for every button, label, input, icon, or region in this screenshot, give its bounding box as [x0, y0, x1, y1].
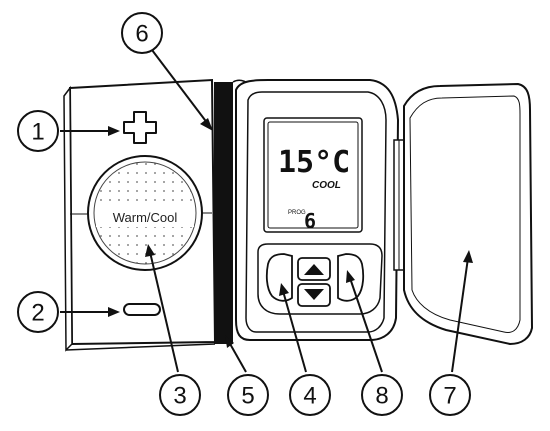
svg-text:4: 4	[303, 383, 316, 410]
leader-lines	[60, 49, 473, 373]
callout-1: 1	[17, 110, 59, 152]
callout-7: 7	[429, 374, 471, 416]
mode-indicator: COOL	[312, 180, 341, 191]
right-flap[interactable]	[403, 82, 534, 346]
svg-text:2: 2	[31, 300, 44, 327]
up-button[interactable]	[297, 257, 331, 281]
svg-text:5: 5	[241, 383, 254, 410]
warm-cool-dial[interactable]: Warm/Cool	[70, 155, 212, 271]
svg-text:8: 8	[375, 383, 388, 410]
svg-text:1: 1	[31, 119, 44, 146]
callout-3: 3	[159, 374, 201, 416]
temperature-readout: 15°C	[278, 145, 350, 180]
right-hinge	[393, 139, 405, 271]
callout-2: 2	[17, 291, 59, 333]
callout-5: 5	[227, 374, 269, 416]
down-button[interactable]	[297, 283, 331, 307]
callout-4: 4	[289, 374, 331, 416]
prog-label: PROG	[288, 210, 306, 216]
svg-text:6: 6	[135, 21, 148, 48]
plus-button[interactable]	[123, 111, 157, 144]
callout-6: 6	[121, 12, 163, 54]
svg-text:7: 7	[443, 383, 456, 410]
prog-number: 6	[304, 209, 316, 233]
minus-button[interactable]	[123, 303, 161, 316]
lcd-display: 15°C COOL PROG 6	[263, 117, 363, 233]
callout-8: 8	[361, 374, 403, 416]
svg-text:3: 3	[173, 383, 186, 410]
dial-label: Warm/Cool	[113, 210, 178, 225]
